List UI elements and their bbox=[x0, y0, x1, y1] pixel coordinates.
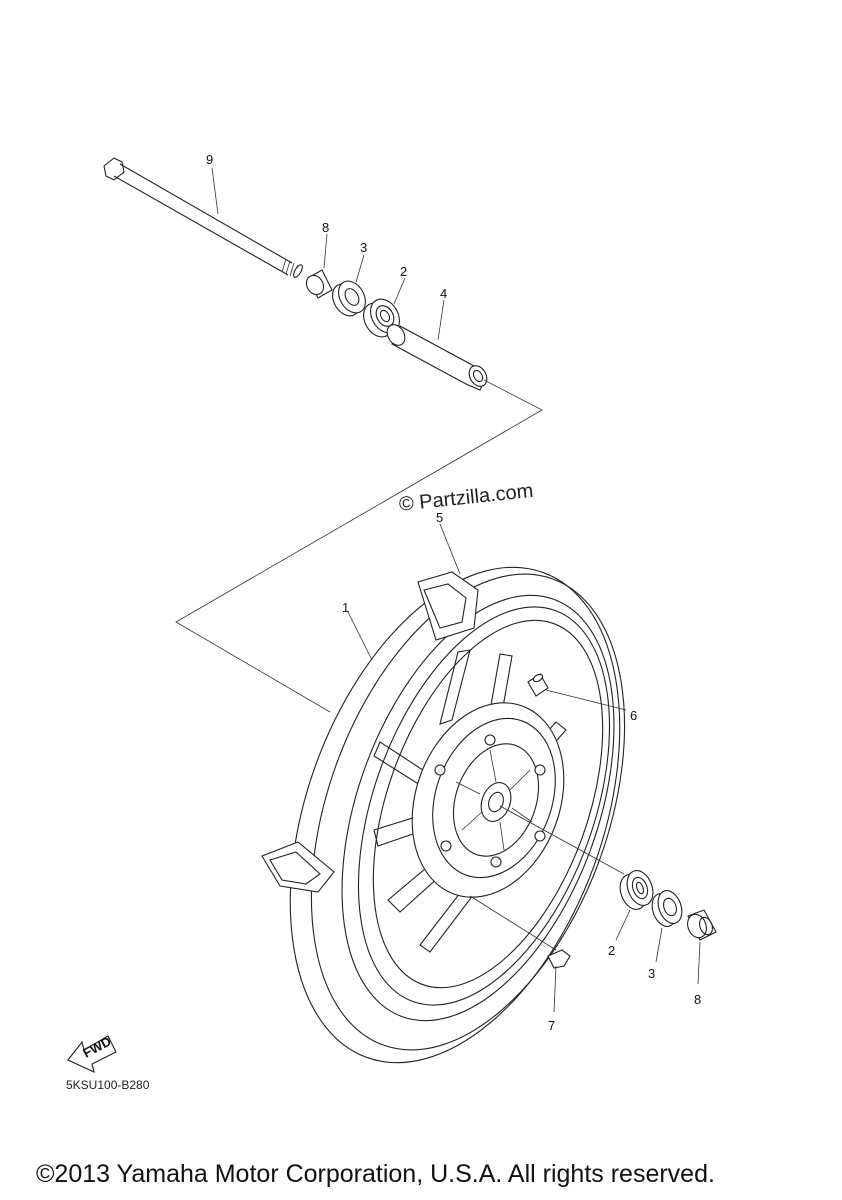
oil-seal-bottom-part bbox=[651, 890, 683, 963]
copyright-notice: ©2013 Yamaha Motor Corporation, U.S.A. A… bbox=[36, 1160, 715, 1188]
callout-2-bottom: 2 bbox=[608, 943, 615, 958]
collar-bottom-part bbox=[687, 909, 717, 985]
spacer-part bbox=[386, 299, 488, 391]
callout-1: 1 bbox=[342, 600, 349, 615]
tire-leader bbox=[439, 523, 461, 575]
callout-7: 7 bbox=[548, 1018, 555, 1033]
fwd-arrow-icon: FWD bbox=[67, 1034, 117, 1073]
callout-4: 4 bbox=[440, 286, 447, 301]
collar-top-part bbox=[305, 233, 333, 299]
callout-3-top: 3 bbox=[360, 240, 367, 255]
assembly-leader-lines bbox=[175, 379, 543, 713]
callout-8-top: 8 bbox=[322, 220, 329, 235]
cap-part bbox=[469, 895, 571, 1013]
valve-part bbox=[527, 673, 627, 711]
callout-6: 6 bbox=[630, 708, 637, 723]
callout-3-bottom: 3 bbox=[648, 966, 655, 981]
callout-5: 5 bbox=[436, 510, 443, 525]
callout-9: 9 bbox=[206, 152, 213, 167]
bearing-bottom-part bbox=[615, 870, 654, 941]
wheel-part bbox=[261, 566, 626, 1064]
hub-leader bbox=[499, 805, 625, 875]
axle-part bbox=[103, 157, 303, 279]
callout-8-bottom: 8 bbox=[694, 992, 701, 1007]
oil-seal-top-part bbox=[332, 254, 366, 317]
callout-2-top: 2 bbox=[400, 264, 407, 279]
diagram-code: 5KSU100-B280 bbox=[66, 1078, 150, 1092]
